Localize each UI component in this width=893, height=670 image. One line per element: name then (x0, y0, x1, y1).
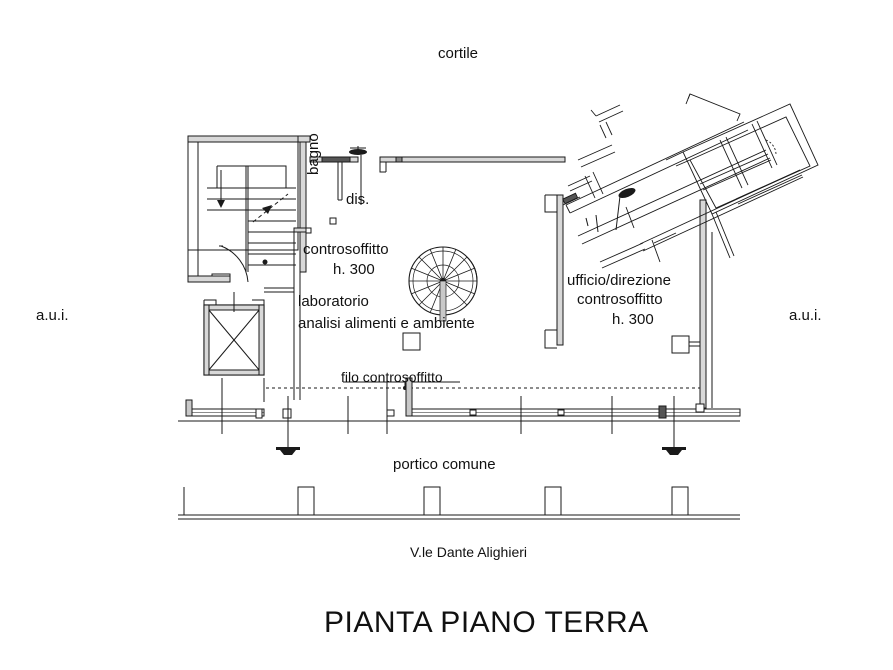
ufficio-walls (544, 194, 713, 409)
elevator-shaft (203, 292, 265, 376)
stair-block (187, 135, 301, 272)
label-cortile: cortile (438, 45, 479, 62)
jambs (305, 217, 337, 234)
street-edge (178, 486, 740, 520)
label-disimpegno: dis. (346, 191, 370, 208)
label-altezza-laboratorio: h. 300 (333, 261, 375, 278)
front-wall (178, 377, 741, 422)
spiral-staircase (408, 246, 478, 322)
label-aui-right: a.u.i. (789, 307, 822, 324)
label-altezza-ufficio: h. 300 (612, 311, 654, 328)
label-bagno: bagno (305, 133, 322, 175)
label-controsoffitto-ufficio: controsoffitto (577, 291, 663, 308)
section-ticks (221, 378, 675, 440)
view-direction-markers (276, 447, 686, 455)
label-ufficio-direzione: ufficio/direzione (567, 272, 671, 289)
adjacent-building-angled (562, 93, 819, 269)
fixture-box (402, 332, 421, 351)
wall-courtyard (297, 135, 566, 273)
drawing-title: PIANTA PIANO TERRA (324, 606, 649, 639)
label-laboratorio-sub: analisi alimenti e ambiente (298, 315, 475, 332)
label-street: V.le Dante Alighieri (410, 544, 528, 560)
label-aui-left: a.u.i. (36, 307, 69, 324)
label-laboratorio: laboratorio (298, 293, 369, 310)
wall-left-block (187, 139, 199, 251)
fixture-symbol (615, 187, 636, 231)
filo-controsoffitto-line (266, 381, 700, 390)
label-filo-controsoffitto: filo controsoffitto (341, 369, 443, 385)
label-controsoffitto-laboratorio: controsoffitto (303, 241, 389, 258)
label-portico-comune: portico comune (393, 456, 496, 473)
